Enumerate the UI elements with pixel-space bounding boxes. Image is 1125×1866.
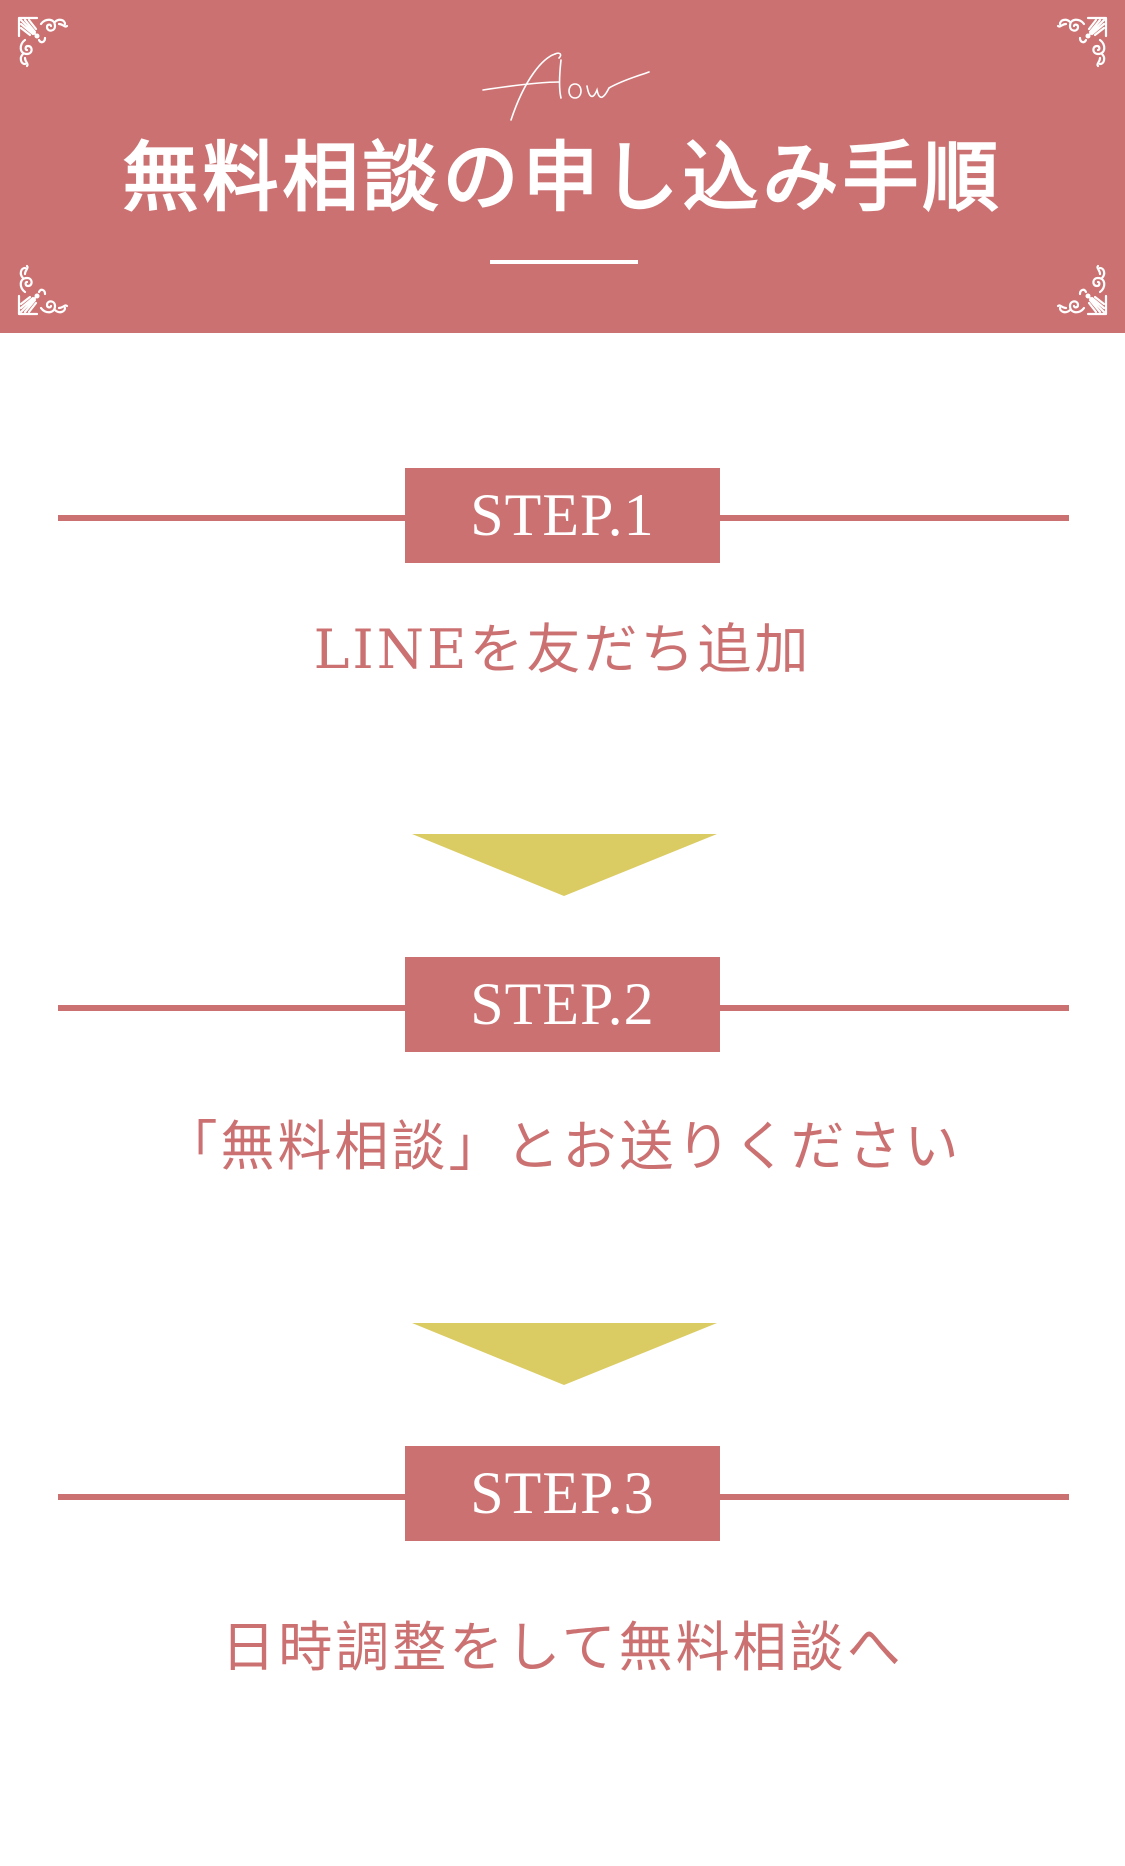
title-divider bbox=[490, 260, 638, 264]
down-triangle-arrow-icon bbox=[412, 1323, 717, 1385]
ornament-corner-icon bbox=[1054, 14, 1110, 70]
down-triangle-arrow-icon bbox=[412, 834, 717, 896]
flow-script-icon: flow bbox=[481, 52, 650, 121]
step-description: 日時調整をして無料相談へ bbox=[221, 1616, 904, 1679]
ornament-corner-icon bbox=[15, 14, 71, 70]
step-description: 「無料相談」とお送りください bbox=[163, 1115, 962, 1178]
ornament-corner-icon bbox=[1054, 262, 1110, 318]
page-title: 無料相談の申し込み手順 bbox=[122, 133, 1003, 222]
step-description: LINEを友だち追加 bbox=[313, 618, 812, 681]
step-badge: STEP.1 bbox=[405, 468, 720, 563]
flow-script-label: flow bbox=[0, 48, 1125, 128]
step-badge: STEP.2 bbox=[405, 957, 720, 1052]
flow-header: flow 無料相談の申し込み手順 bbox=[0, 0, 1125, 333]
step-badge: STEP.3 bbox=[405, 1446, 720, 1541]
ornament-corner-icon bbox=[15, 262, 71, 318]
